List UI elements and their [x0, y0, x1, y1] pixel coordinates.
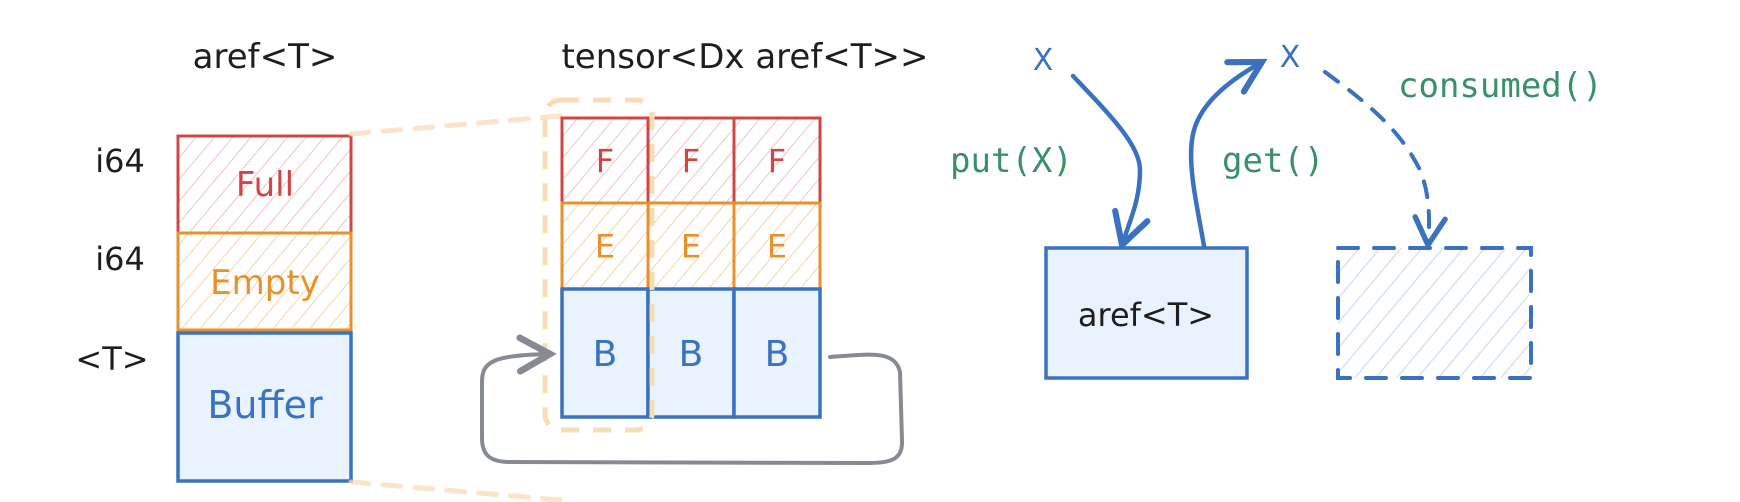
- consumed-label: consumed(): [1398, 66, 1603, 106]
- tensor-cell-e-1: [646, 201, 736, 291]
- tensor-cell-label: E: [681, 228, 701, 266]
- aref-box: aref<T>: [1044, 246, 1249, 380]
- tensor-labels: F F F E E E B B B: [593, 142, 790, 375]
- consumed-slot-box: [1336, 246, 1533, 380]
- field-full-label: Full: [236, 165, 294, 205]
- tensor-cell-b-2: [732, 287, 822, 419]
- aref-box-label: aref<T>: [1078, 296, 1214, 334]
- put-label: put(X): [950, 141, 1073, 181]
- tensor-cell-label: F: [682, 142, 700, 180]
- cyclic-loop-arrow: [480, 354, 905, 466]
- tensor-cell-label: F: [596, 142, 614, 180]
- get-label: get(): [1222, 141, 1324, 181]
- tensor-cell-label: F: [768, 142, 786, 180]
- type-label-empty: i64: [95, 240, 145, 278]
- value-marker-put: X: [1033, 43, 1054, 78]
- type-label-full: i64: [95, 142, 145, 180]
- tensor-cell-label: E: [595, 228, 615, 266]
- tensor-grid: [560, 116, 822, 419]
- type-label-buffer: <T>: [75, 340, 148, 378]
- tensor-cell-label: B: [765, 334, 790, 375]
- field-empty-label: Empty: [210, 263, 320, 303]
- aref-struct-title: aref<T>: [193, 37, 338, 77]
- tensor-cell-label: E: [767, 228, 787, 266]
- tensor-cell-label: B: [593, 334, 618, 375]
- field-full: Full: [176, 134, 353, 235]
- first-column-highlight: [542, 97, 655, 433]
- projection-highlight: [348, 113, 563, 502]
- tensor-cell-f-2: [732, 116, 822, 205]
- tensor-title: tensor<Dx aref<T>>: [561, 37, 928, 77]
- value-marker-get: X: [1280, 40, 1301, 75]
- put-arrow: [1070, 73, 1151, 251]
- field-buffer: Buffer: [176, 331, 353, 483]
- consumed-arrow: [1323, 70, 1448, 251]
- tensor-cell-b-0: [560, 287, 650, 419]
- field-empty: Empty: [176, 231, 353, 332]
- tensor-cell-label: B: [679, 334, 704, 375]
- field-buffer-label: Buffer: [207, 383, 323, 427]
- get-arrow: [1188, 58, 1268, 249]
